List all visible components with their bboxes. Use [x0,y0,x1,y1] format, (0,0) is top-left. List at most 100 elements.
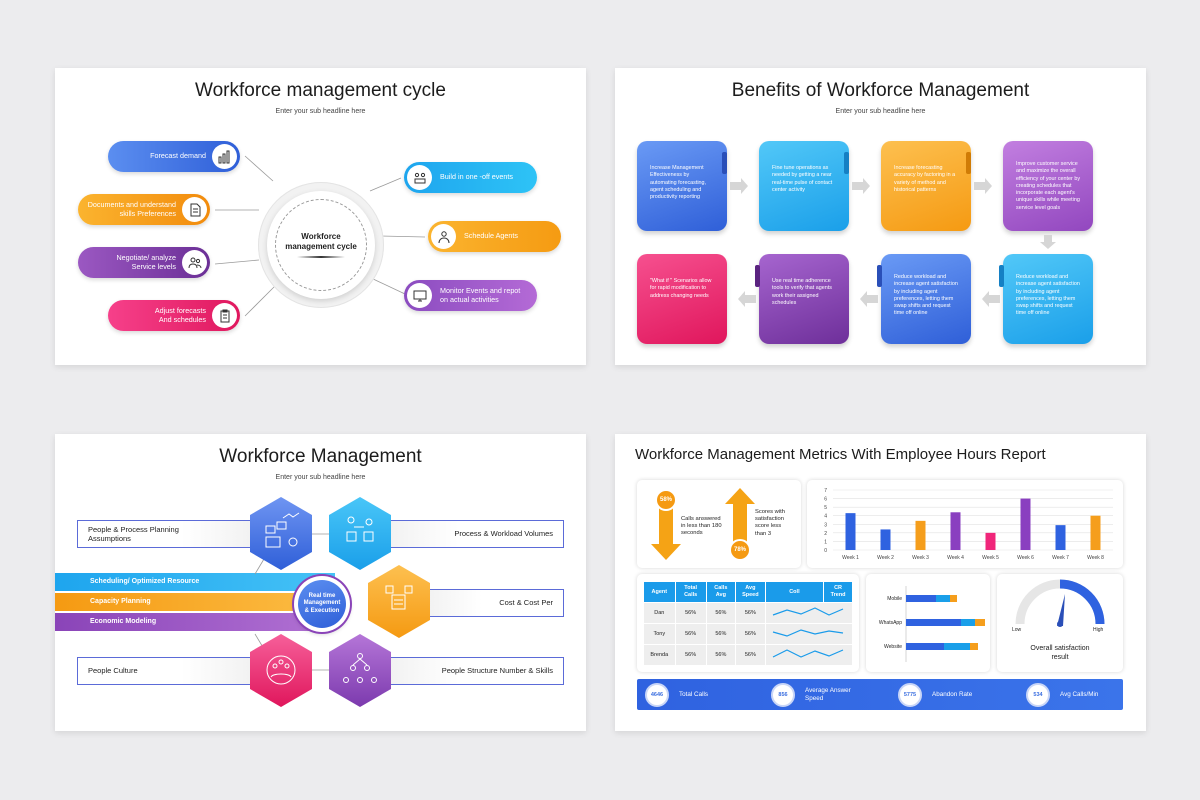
table-header: Total Calls [675,582,706,602]
cycle-item-forecast-demand[interactable]: Forecast demand [108,141,240,172]
kpi-arrows [651,488,755,561]
box-people-process: People & Process Planning Assumptions [77,520,267,548]
table-header: Agent [644,582,675,602]
cycle-item-adjust[interactable]: Adjust forecasts And schedules [108,300,240,331]
benefit-card-8[interactable]: "What if " Scenarios allow for rapid mod… [637,254,727,344]
bar [1055,525,1066,550]
benefit-card-2[interactable]: Fine tune operations as needed by gettin… [759,141,849,231]
slide1-subtitle: Enter your sub headline here [275,108,366,115]
hbar-chart [905,586,985,662]
slide1-title: Workforce management cycle [195,80,446,101]
bar [845,513,856,550]
benefit-card-3[interactable]: Increase forecasting accuracy by factori… [881,141,971,231]
cycle-item-schedule-agents[interactable]: Schedule Agents [428,221,561,252]
benefit-arrows [730,178,1056,307]
table-cell: 56% [706,624,736,644]
kpi1-percent: 58% [659,497,672,503]
cycle-item-label: Documents and understand skills Preferen… [87,199,176,218]
bar [1090,515,1101,550]
x-tick-label: Week 6 [1017,555,1034,561]
table-cell: 56% [736,603,765,623]
benefit-text: Reduce workload and increase agent satis… [894,274,958,317]
table-cell: 56% [675,603,706,623]
y-tick-label: 3 [824,522,827,528]
table-header: Coll [765,582,824,602]
hbar-label: Mobile [887,596,902,602]
hbar-label: WhatsApp [878,620,902,626]
center-label: Real time Management & Execution [298,580,346,628]
planning-icon [265,525,276,534]
hexagon-workload [329,497,391,570]
y-tick-label: 6 [824,497,827,503]
document-icon [182,197,207,222]
y-tick-label: 7 [824,488,827,494]
trend-sparkline [765,624,852,644]
table-cell: 56% [736,624,765,644]
y-tick-label: 0 [824,548,827,554]
cycle-item-documents[interactable]: Documents and understand skills Preferen… [78,194,210,225]
card-tab [722,152,727,174]
hbar-label: Website [884,644,902,650]
table-cell: 56% [675,645,706,665]
cycle-item-monitor[interactable]: Monitor Events and repot on actual activ… [404,280,537,311]
x-tick-label: Week 1 [842,555,859,561]
cycle-center: Workforce management cycle [267,191,375,299]
structure-icon [343,653,377,683]
cycle-center-label: Workforce management cycle [285,232,357,251]
card-tab [755,265,760,287]
kpi-panel: 58% Calls answered in less than 180 seco… [637,480,801,568]
table-cell: 56% [706,645,736,665]
bar-capacity: Capacity Planning [55,593,335,611]
gauge [1015,579,1105,627]
table-header: Avg Speed [736,582,765,602]
table-row: Brenda 56% 56% 56% [644,645,852,665]
y-tick-label: 2 [824,531,827,537]
y-tick-label: 1 [824,539,827,545]
slide-workforce-cycle[interactable]: Workforce management cycle Enter your su… [55,68,586,365]
y-tick-label: 5 [824,505,827,511]
trend-sparkline [765,645,852,665]
bar [985,532,996,550]
bar-economic: Economic Modeling [55,613,335,631]
cycle-item-label: Negotiate/ analyze Service levels [116,252,176,271]
y-tick-label: 4 [824,514,827,520]
box-cost: Cost & Cost Per [415,589,564,617]
gauge-low-label: Low [1012,627,1022,633]
x-tick-label: Week 4 [947,555,964,561]
benefit-card-5[interactable]: Reduce workload and increase agent satis… [1003,254,1093,344]
slide-metrics-dashboard[interactable]: Workforce Management Metrics With Employ… [615,434,1146,731]
benefit-card-6[interactable]: Reduce workload and increase agent satis… [881,254,971,344]
benefit-card-1[interactable]: Increase Management Effectiveness by aut… [637,141,727,231]
x-tick-label: Week 5 [982,555,999,561]
cycle-item-negotiate[interactable]: Negotiate/ analyze Service levels [78,247,210,278]
slide2-title: Benefits of Workforce Management [731,80,1030,101]
box-people-structure: People Structure Number & Skills [373,657,564,685]
stat-label: Abandon Rate [932,691,973,698]
table-cell: 56% [736,645,765,665]
slide-benefits[interactable]: Benefits of Workforce Management Enter y… [615,68,1146,365]
stat-value: 856 [771,682,795,707]
benefit-text: Fine tune operations as needed by gettin… [772,165,833,193]
team-icon [407,165,432,190]
gauge-high-label: High [1093,627,1104,633]
chart-icon [212,144,237,169]
people-icon [182,250,207,275]
benefit-card-4[interactable]: Improve customer service and maximize th… [1003,141,1093,231]
down-arrow-icon [651,496,681,560]
box-people-culture: People Culture [77,657,267,685]
table-cell: 56% [706,603,736,623]
bar-label: Economic Modeling [90,618,157,625]
slide3-subtitle: Enter your sub headline here [275,474,366,481]
benefit-card-7[interactable]: Use real time adherence tools to verify … [759,254,849,344]
benefit-text: Increase forecasting accuracy by factori… [894,165,956,193]
box-label: People Structure Number & Skills [441,666,553,676]
culture-icon [266,655,296,685]
slide-workforce-management[interactable]: Workforce Management Enter your sub head… [55,434,586,731]
cycle-item-build-events[interactable]: Build in one -off events [404,162,537,193]
card-tab [844,152,849,174]
